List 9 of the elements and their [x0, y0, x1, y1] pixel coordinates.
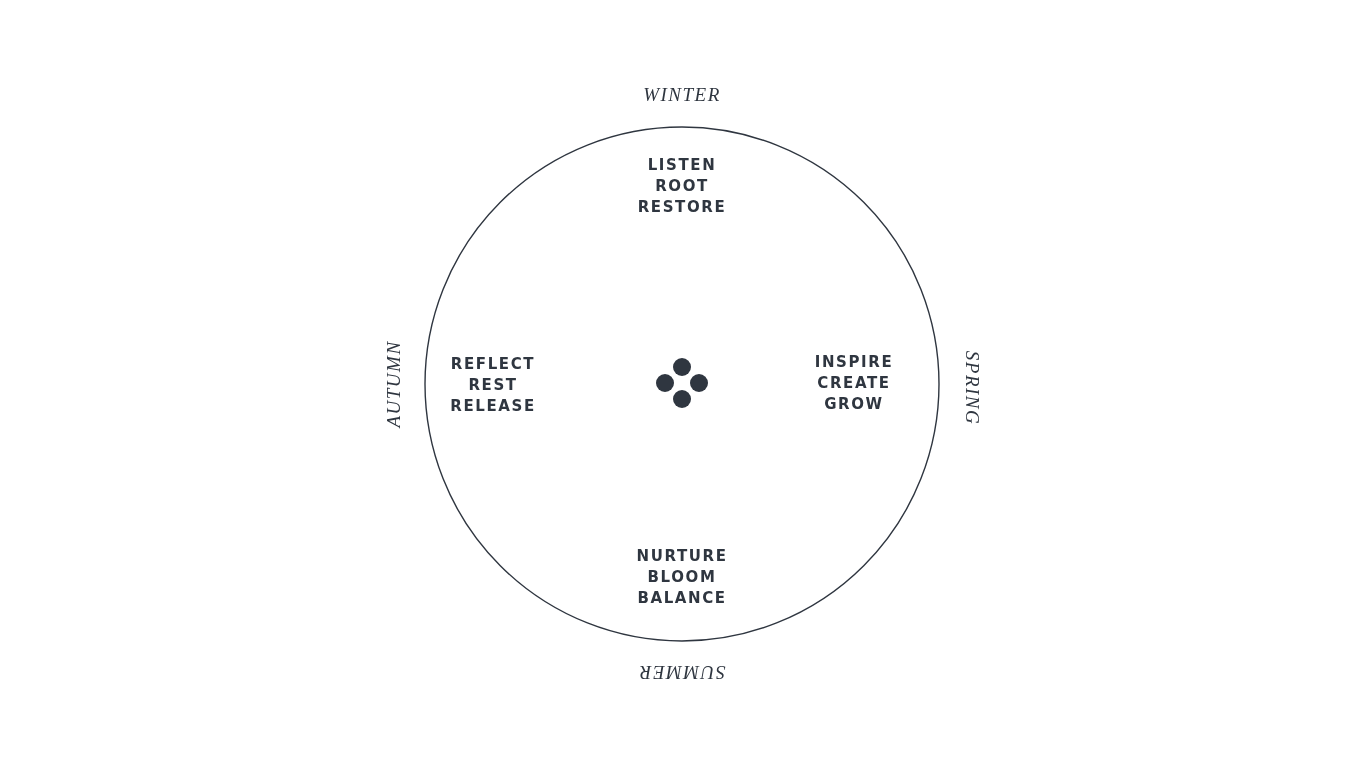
season-label: AUTUMN [383, 340, 405, 428]
keyword-list: INSPIRE CREATE GROW [814, 351, 894, 415]
season-label: SUMMER [638, 661, 726, 683]
season-circle [424, 126, 940, 642]
keyword-list: LISTEN ROOT RESTORE [637, 154, 727, 218]
keyword-list: REFLECT REST RELEASE [450, 353, 536, 417]
season-label: SPRING [961, 350, 983, 426]
season-label: WINTER [643, 84, 721, 106]
keyword-list: NURTURE BLOOM BALANCE [636, 545, 728, 609]
